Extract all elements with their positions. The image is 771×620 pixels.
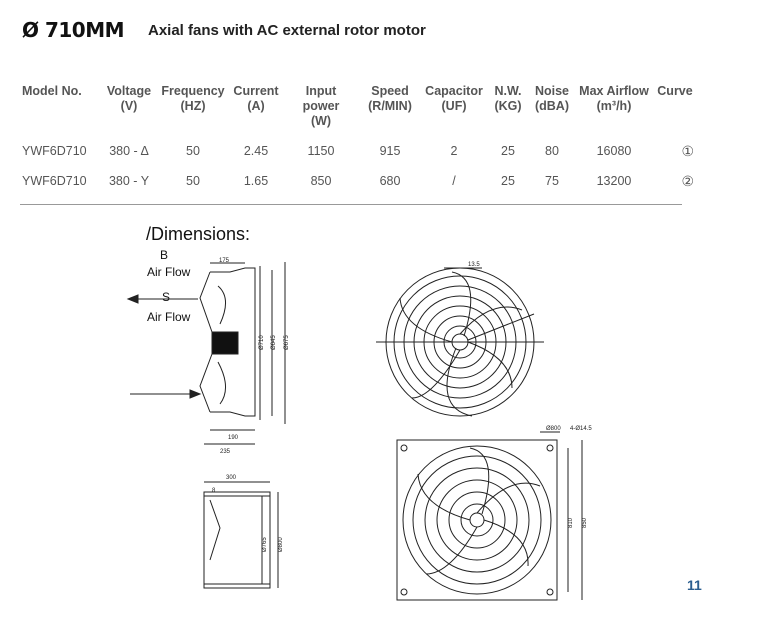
cell-max-airflow: 16080 — [596, 144, 632, 158]
dim-label: Ø645 — [271, 335, 277, 350]
cell-voltage: 380 - Δ — [109, 144, 149, 158]
guard-ring-outer — [402, 445, 552, 595]
col-noise: Noise(dBA) — [534, 84, 570, 113]
guard-ring — [424, 467, 530, 573]
col-input-power: Input power(W) — [302, 84, 340, 128]
duct-view-drawing: 300 8 Ø765 Ø800 — [203, 475, 284, 589]
cell-frequency: 50 — [186, 144, 200, 158]
guard-ring — [448, 491, 506, 549]
blade-profile — [209, 499, 221, 561]
front-view-drawing: 13.5 — [376, 262, 544, 417]
dim-label: 300 — [226, 475, 237, 481]
duct-body — [203, 491, 271, 589]
dim-label: 190 — [228, 435, 239, 441]
col-model: Model No. — [22, 84, 82, 98]
cell-voltage: 380 - Y — [108, 174, 150, 188]
col-frequency: Frequency(HZ) — [161, 84, 225, 113]
dim-label: 13.5 — [468, 262, 480, 268]
col-max-airflow: Max Airflow(m³/h) — [579, 84, 649, 113]
mount-hole — [546, 444, 554, 452]
dim-label: 850 — [582, 517, 588, 528]
hub — [469, 512, 485, 528]
cell-input-power: 850 — [310, 174, 332, 188]
arrow-left-icon — [126, 294, 139, 304]
separator-line — [20, 204, 682, 205]
cell-max-airflow: 13200 — [596, 174, 632, 188]
cell-capacitor: 2 — [450, 144, 458, 158]
cell-noise: 75 — [545, 174, 559, 188]
dimensions-title: /Dimensions: — [146, 224, 251, 244]
mount-hole — [400, 444, 408, 452]
cell-frequency: 50 — [186, 174, 200, 188]
dim-label: Ø675 — [284, 335, 290, 350]
mount-hole — [546, 588, 554, 596]
dim-label: Ø800 — [278, 537, 284, 552]
cell-speed: 915 — [379, 144, 401, 158]
dim-label: 810 — [568, 517, 574, 528]
col-nw: N.W.(KG) — [494, 84, 522, 113]
blade-profile — [199, 271, 213, 413]
guard-ring — [436, 479, 518, 561]
table-row: YWF6D710 380 - Y 50 1.65 850 680 / 25 75… — [18, 166, 697, 196]
guard-outline — [210, 267, 256, 417]
dim-label: 175 — [219, 258, 230, 264]
side-view-drawing: 175 Ø710 Ø645 Ø675 190 235 — [126, 258, 290, 455]
airflow-b-letter: B — [160, 248, 169, 262]
lead-wire — [467, 313, 535, 341]
page-subtitle: Axial fans with AC external rotor motor — [148, 22, 426, 39]
blade-curve — [417, 447, 541, 575]
cell-nw: 25 — [501, 174, 515, 188]
dim-label: Ø765 — [262, 537, 268, 552]
col-curve: Curve — [657, 84, 693, 98]
col-current: Current(A) — [233, 84, 279, 113]
col-capacitor: Capacitor(UF) — [425, 84, 483, 113]
col-voltage: Voltage(V) — [106, 84, 152, 113]
cell-model: YWF6D710 — [22, 144, 87, 158]
cell-nw: 25 — [501, 144, 515, 158]
panel-plate — [396, 439, 558, 601]
cell-model: YWF6D710 — [22, 174, 87, 188]
guard-ring — [460, 503, 494, 537]
page-title: Ø 710MM — [22, 18, 125, 42]
page-number: 11 — [687, 577, 702, 593]
col-speed: Speed(R/MIN) — [368, 84, 412, 113]
guard-ring — [412, 455, 542, 585]
cell-curve: ① — [681, 142, 694, 159]
cell-input-power: 1150 — [307, 144, 335, 158]
airflow-b-label: Air Flow — [147, 265, 191, 279]
dim-label: 8 — [212, 488, 216, 494]
table-row: YWF6D710 380 - Δ 50 2.45 1150 915 2 25 8… — [18, 136, 697, 166]
cell-speed: 680 — [379, 174, 401, 188]
mount-hole — [400, 588, 408, 596]
spec-table: Model No. Voltage(V) Frequency(HZ) Curre… — [18, 84, 697, 196]
airflow-s-label: Air Flow — [147, 310, 191, 324]
arrow-right-icon — [189, 389, 202, 399]
motor-body — [211, 331, 239, 355]
cell-curve: ② — [681, 172, 694, 189]
blade-curve — [217, 285, 226, 405]
dim-label: Ø710 — [259, 335, 265, 350]
cell-current: 1.65 — [243, 174, 269, 188]
panel-view-drawing: Ø800 4-Ø14.5 810 850 — [396, 426, 592, 601]
dim-label: 235 — [220, 449, 231, 455]
cell-capacitor: / — [452, 174, 456, 188]
blade-curve — [399, 271, 523, 417]
airflow-s-letter: S — [162, 290, 171, 304]
cell-current: 2.45 — [243, 144, 269, 158]
table-header-row: Model No. Voltage(V) Frequency(HZ) Curre… — [18, 84, 697, 136]
dim-label: Ø800 — [546, 426, 561, 432]
dim-label: 4-Ø14.5 — [570, 426, 592, 432]
cell-noise: 80 — [545, 144, 559, 158]
